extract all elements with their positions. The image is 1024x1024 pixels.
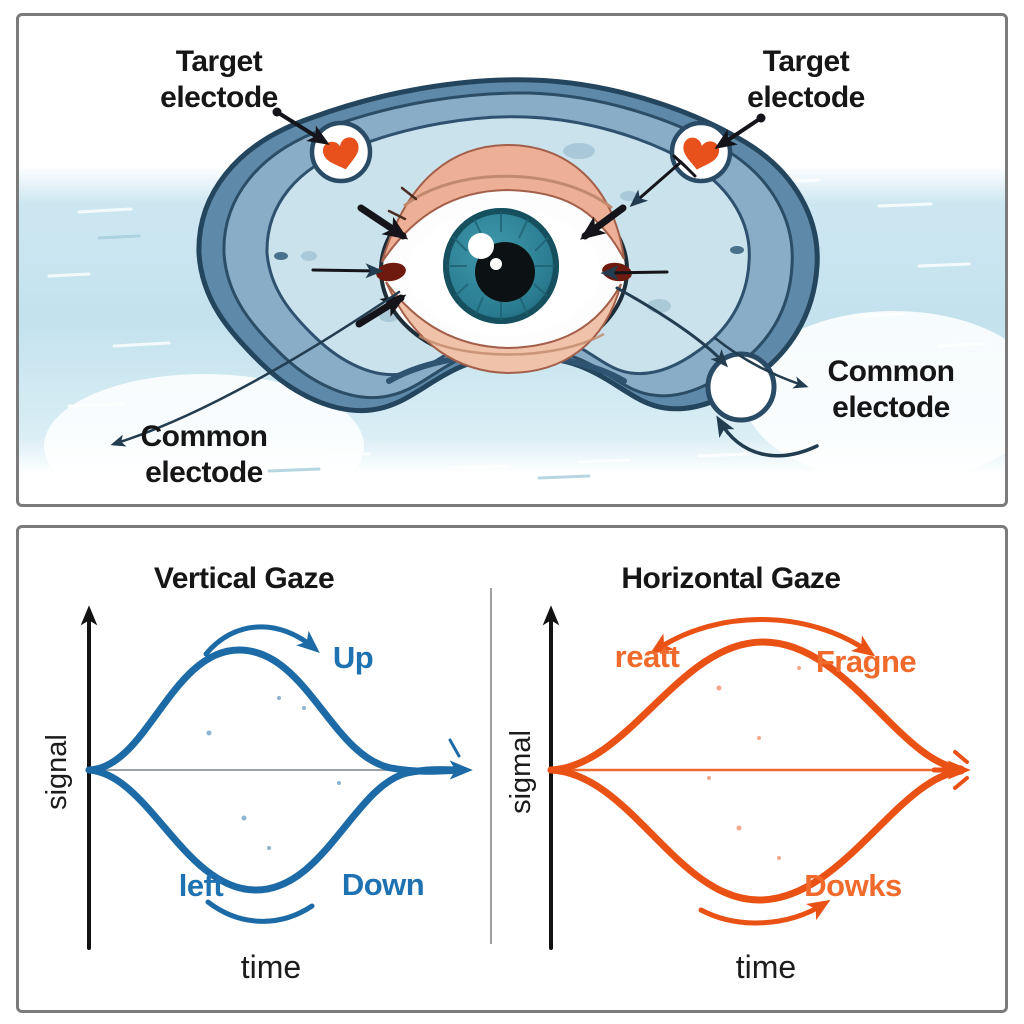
eyelid-crease xyxy=(403,174,613,210)
label-line: Target xyxy=(175,45,263,78)
trough-arc-arrow xyxy=(698,899,831,926)
left-label: left xyxy=(178,868,224,903)
water-dashes xyxy=(97,234,591,480)
label-line: electode xyxy=(747,81,865,114)
label-line: electode xyxy=(145,456,263,489)
peak-arc-double-arrow xyxy=(649,617,876,657)
time-label-left: time xyxy=(240,949,302,985)
arrow-bold-upper-right xyxy=(579,204,627,240)
signal-label-right: sigmal xyxy=(505,730,537,814)
label-halo xyxy=(744,311,1005,481)
signal-label-left: signal xyxy=(41,734,73,810)
upper-eyelid xyxy=(381,143,625,263)
dowks-label: Dowks xyxy=(804,868,902,903)
speckle-dots xyxy=(206,696,341,850)
label-line: Common xyxy=(827,355,956,388)
target-electrode-label-right: Target electode xyxy=(701,44,911,116)
arrow-target-right xyxy=(714,116,763,150)
arrow-target-left xyxy=(275,110,330,145)
heart-electrode-icon xyxy=(683,137,719,170)
speckle-dots xyxy=(707,666,801,860)
target-electrode-right xyxy=(669,120,733,184)
arrow-thin-right xyxy=(600,265,669,281)
arrow-bold-lower-left xyxy=(355,294,407,328)
eye-highlight xyxy=(468,233,494,259)
electrode-placement-art xyxy=(19,77,1005,504)
arrow-bold-upper-left xyxy=(357,204,409,240)
common-electrode-label-left: Common electode xyxy=(99,419,309,491)
arrow-fletching xyxy=(672,154,697,178)
arrow-to-common-right-label xyxy=(713,336,809,389)
label-line: electode xyxy=(832,391,950,424)
arrow-to-common-left-label xyxy=(110,290,401,447)
rim-dots xyxy=(274,246,744,260)
common-electrode-label-right: Common electode xyxy=(786,354,996,426)
trough-arc xyxy=(205,899,315,924)
horizontal-gaze-chart xyxy=(542,605,971,950)
target-electrode-left xyxy=(309,120,373,184)
down-deflection-curve xyxy=(85,766,465,894)
arrow-eye-to-common-electrode xyxy=(615,286,729,368)
water-squiggles xyxy=(47,178,986,470)
arrow-thin-left xyxy=(311,263,384,279)
reatt-label: reatt xyxy=(614,639,680,674)
arrow-feathered xyxy=(629,160,683,207)
common-electrode-circle xyxy=(705,351,777,423)
vertical-gaze-chart xyxy=(80,605,473,950)
stray-tick xyxy=(448,738,461,758)
label-line: Target xyxy=(762,45,850,78)
lower-lid-crease xyxy=(418,332,605,356)
eye-illustration xyxy=(376,143,632,375)
down-label: Down xyxy=(341,867,425,902)
horizontal-gaze-title: Horizontal Gaze xyxy=(621,562,841,595)
lower-eyelid xyxy=(385,281,622,375)
time-label-right: time xyxy=(735,949,797,985)
arrow-curve-to-common-electrode xyxy=(716,415,819,458)
gaze-signal-charts xyxy=(80,588,971,950)
up-label: Up xyxy=(332,640,374,675)
up-deflection-curve xyxy=(85,646,465,775)
stray-ticks xyxy=(953,750,969,790)
iris xyxy=(443,208,559,324)
heart-electrode-icon xyxy=(322,137,359,170)
inner-canthus-left xyxy=(376,262,406,282)
fragne-label: Fragne xyxy=(815,644,917,679)
left-deflection-curve xyxy=(547,766,965,904)
label-line: Common xyxy=(140,420,269,453)
annotation-arrows xyxy=(110,107,819,458)
gaze-signal-panel: Vertical Gaze Horizontal Gaze Up left Do… xyxy=(16,525,1008,1013)
peak-arc-arrow xyxy=(203,624,320,657)
pupil xyxy=(475,242,535,302)
electrode-placement-panel: Target electode Target electode Common e… xyxy=(16,13,1008,507)
vertical-gaze-title: Vertical Gaze xyxy=(153,562,335,595)
label-line: electode xyxy=(160,81,278,114)
target-electrode-label-left: Target electode xyxy=(114,44,324,116)
eye-highlight-small xyxy=(490,258,502,270)
